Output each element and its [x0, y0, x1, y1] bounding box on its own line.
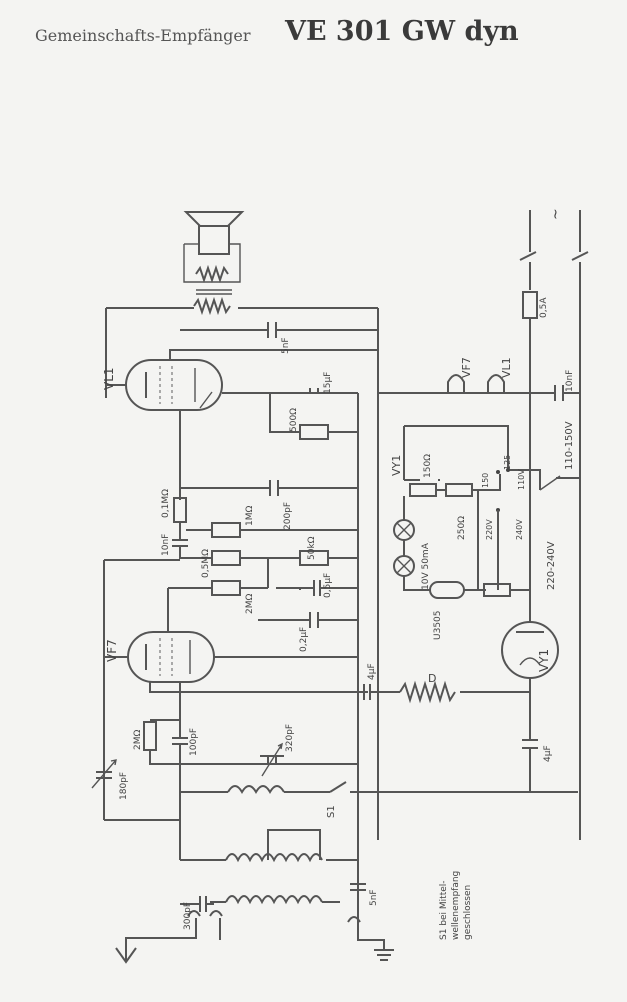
- label-res-1m: 1MΩ: [245, 506, 255, 526]
- heater-vf7: [447, 374, 465, 393]
- res-01m: [173, 497, 187, 523]
- coil-l2: [225, 853, 323, 863]
- note-line-1: S1 bei Mittel-: [439, 880, 449, 940]
- label-u3505: U3505: [433, 611, 443, 641]
- label-cap-180pf: 180pF: [119, 772, 129, 800]
- label-tap-220: 220V: [485, 519, 494, 540]
- tube-vf7: [127, 631, 215, 683]
- res-05m: [211, 550, 241, 566]
- label-cap-10nf-right: 10nF: [565, 370, 575, 392]
- cap-200pf: [269, 480, 279, 496]
- fuse: [522, 291, 538, 319]
- coil-l1: [227, 785, 285, 794]
- title-model: VE 301 GW dyn: [285, 16, 519, 47]
- label-tube-vf7: VF7: [105, 639, 119, 662]
- res-2m-left: [143, 721, 157, 751]
- label-lamp-spec: 10V 50mA: [421, 542, 431, 590]
- label-cap-05uf: 0,5µF: [323, 573, 333, 598]
- label-choke-d: D: [428, 672, 436, 685]
- label-res-50k: 50kΩ: [307, 536, 317, 560]
- res-2m-mid: [211, 580, 241, 596]
- label-cap-320pf: 320pF: [285, 724, 295, 752]
- label-res-2m-mid: 2MΩ: [245, 594, 255, 614]
- res-1m: [211, 522, 241, 538]
- label-cap-15uf: 15µF: [323, 372, 333, 394]
- switch-s1[interactable]: [329, 781, 347, 793]
- label-range-low: 220-240V: [546, 541, 557, 590]
- u3505-resistor: [429, 581, 465, 599]
- res-250: [445, 483, 473, 497]
- cap-02uf: [309, 612, 319, 628]
- label-tap-125: 125: [503, 455, 512, 470]
- heater-vl1: [487, 374, 505, 393]
- cap-180pf: [96, 771, 112, 779]
- label-cap-5nf-bot: 5nF: [369, 889, 379, 906]
- label-res-500: 500Ω: [289, 408, 299, 432]
- label-range-high: 110-150V: [564, 421, 575, 470]
- label-cap-5nf-top: 5nF: [281, 337, 291, 354]
- label-mains: ~: [548, 208, 564, 220]
- cap-320pf: [260, 755, 284, 765]
- label-heater-vy1: VY1: [390, 455, 403, 476]
- cap-4uf-right: [522, 739, 538, 749]
- label-cap-4uf-mid: 4µF: [367, 663, 377, 680]
- antenna-terminal: [125, 918, 197, 962]
- note-line-3: geschlossen: [463, 885, 473, 940]
- label-res-250: 250Ω: [457, 516, 467, 540]
- label-switch-s1: S1: [326, 805, 337, 818]
- mains-switch[interactable]: [519, 251, 589, 261]
- cap-5nf-top: [267, 322, 277, 338]
- coil-l3: [225, 895, 323, 905]
- label-tap-150: 150: [481, 473, 490, 488]
- tube-vl1: [125, 359, 223, 411]
- res-500: [299, 424, 329, 440]
- res-150: [409, 483, 437, 497]
- label-cap-10nf-left: 10nF: [161, 534, 171, 556]
- label-heater-vl1: VL1: [500, 357, 513, 378]
- label-res-05m: 0,5MΩ: [201, 549, 211, 578]
- cap-15uf: [309, 388, 319, 393]
- label-cap-100pf: 100pF: [189, 728, 199, 756]
- label-fuse: 0,5A: [539, 297, 549, 318]
- label-tap-110: 110V: [517, 469, 526, 490]
- choke-d: [399, 680, 456, 704]
- cap-05uf: [313, 580, 321, 596]
- title-subtitle: Gemeinschafts-Empfänger: [35, 26, 251, 45]
- note-line-2: wellenempfang: [451, 871, 461, 940]
- label-res-01m: 0,1MΩ: [161, 489, 171, 518]
- cap-100pf: [172, 737, 188, 745]
- label-heater-vf7: VF7: [460, 357, 473, 378]
- label-cap-02uf: 0,2µF: [299, 627, 309, 652]
- res-50k: [299, 550, 329, 566]
- speaker: [183, 211, 245, 316]
- ground-symbol: [374, 949, 394, 961]
- label-res-150: 150Ω: [423, 454, 433, 478]
- label-tube-vl1: VL1: [102, 367, 116, 390]
- label-res-2m-left: 2MΩ: [133, 730, 143, 750]
- cap-10nf-left: [172, 539, 188, 547]
- cap-300pf: [199, 896, 207, 912]
- label-cap-200pf: 200pF: [283, 502, 293, 530]
- label-cap-4uf-right: 4µF: [543, 745, 553, 762]
- cap-10nf-right: [554, 385, 564, 401]
- label-cap-300pf: 300pF: [183, 902, 193, 930]
- label-tube-vy1: VY1: [537, 649, 551, 672]
- label-tap-240: 240V: [515, 519, 524, 540]
